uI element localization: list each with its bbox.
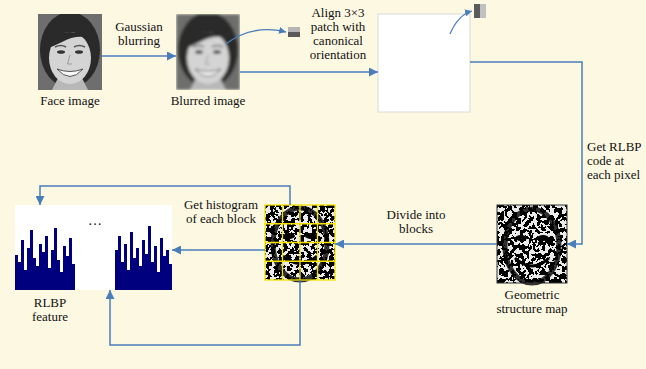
eye-mark: [305, 233, 317, 239]
patch-icon: [480, 4, 486, 18]
image-node: Blurred image: [176, 14, 240, 90]
image-caption: RLBP feature: [20, 296, 80, 324]
block-map-ground: [265, 205, 335, 280]
image-node: [265, 205, 335, 280]
image-caption: Geometric structure map: [487, 288, 577, 316]
structure-map-border: [497, 205, 567, 283]
blurred-photo: [176, 14, 240, 90]
mouth-mark: [515, 258, 549, 266]
eye-mark: [537, 235, 549, 241]
aligned-image: [378, 14, 470, 112]
leader-arrow: [226, 30, 286, 44]
edge-label: Gaussian blurring: [104, 20, 174, 48]
connector-arrow: [172, 249, 265, 251]
eye-mark: [283, 233, 295, 239]
ellipsis-mark: …: [78, 214, 112, 228]
edge-label: Align 3×3 patch with canonical orientati…: [302, 6, 374, 62]
edge-label: Get RLBP code at each pixel: [587, 140, 643, 182]
connector-arrow: [335, 243, 497, 245]
image-caption: Face image: [25, 94, 115, 108]
structure-map: [497, 205, 567, 283]
connectors: [40, 56, 582, 345]
patch-icon: [288, 32, 300, 37]
edge-label: Get histogram of each block: [183, 198, 259, 226]
histogram-bars: [15, 228, 75, 290]
connector-arrow: [110, 280, 300, 345]
connector-arrow: [470, 62, 582, 244]
patch-icon: [288, 27, 300, 32]
structure-map-ground: [497, 205, 567, 283]
histogram-ground: [15, 205, 172, 290]
connector-arrow: [240, 71, 378, 73]
edge-label: Divide into blocks: [379, 208, 453, 236]
block-grid: [265, 205, 335, 280]
block-grid-border: [265, 205, 335, 280]
face-photo: [38, 12, 102, 90]
leader-arrow: [450, 11, 472, 34]
image-caption: Blurred image: [163, 94, 253, 108]
image-node: [378, 14, 470, 112]
blurred-face: [176, 14, 240, 90]
histogram-bars: [115, 226, 172, 290]
patch-icon: [474, 4, 480, 18]
face-contour: [505, 209, 559, 283]
eye-mark: [515, 235, 527, 241]
image-node: Geometric structure map: [497, 205, 567, 283]
connector-arrow: [102, 55, 176, 57]
image-node: Face image: [38, 14, 102, 90]
block-map: [265, 205, 335, 280]
